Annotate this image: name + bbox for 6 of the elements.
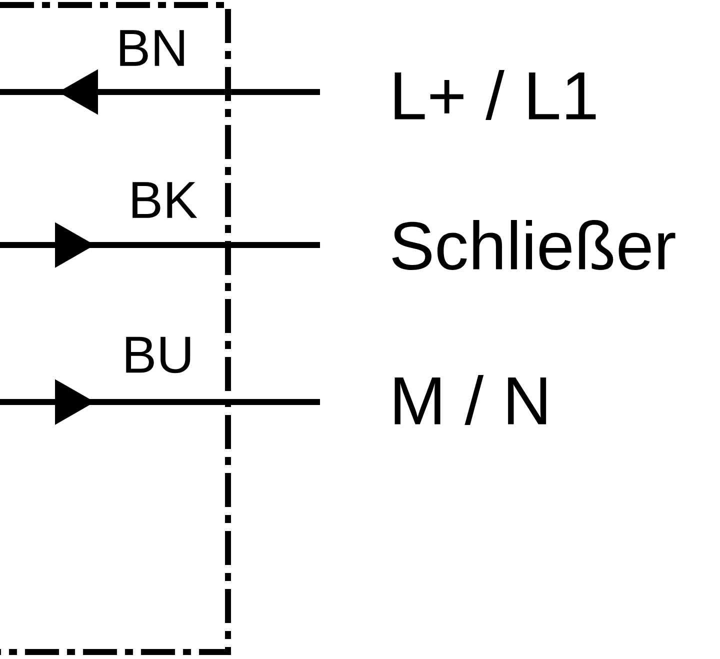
terminal-label: L+ / L1 xyxy=(394,70,596,120)
wire-color-label: BN xyxy=(120,30,184,66)
terminal-label: M / N xyxy=(394,375,546,425)
terminal-label: Schließer xyxy=(392,220,676,270)
wire-color-label: BU xyxy=(126,336,190,374)
wire-color-label: BK xyxy=(132,182,198,218)
